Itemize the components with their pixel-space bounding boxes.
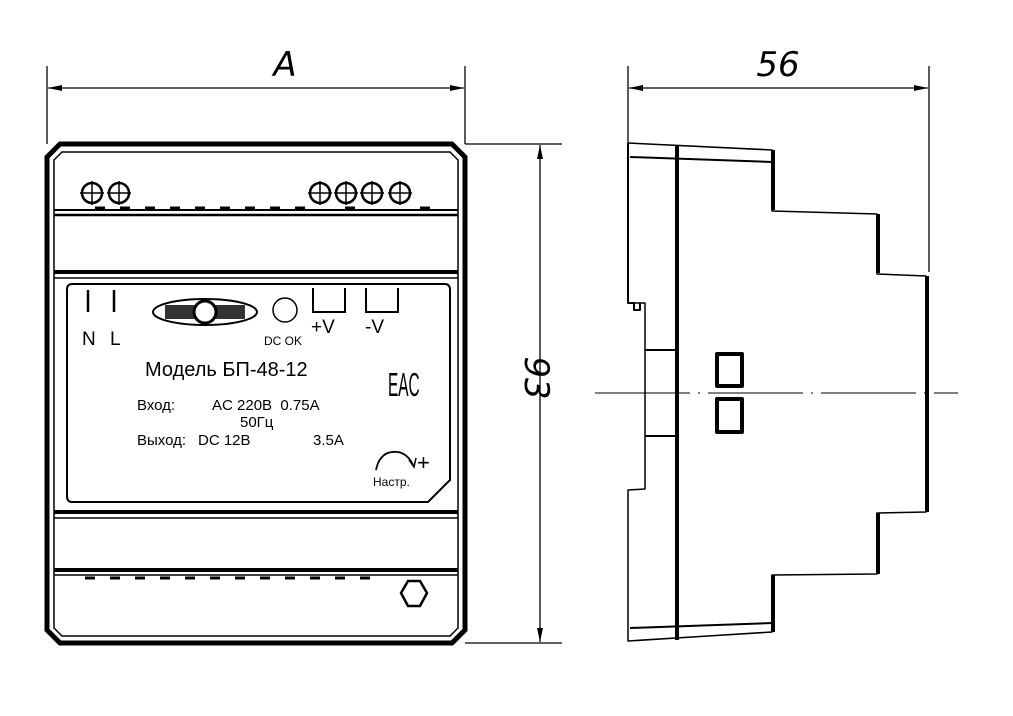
dimension-height <box>465 143 562 644</box>
screw-icon <box>360 181 384 205</box>
latch-knob-icon <box>399 579 429 608</box>
input-frequency: 50Гц <box>240 414 274 431</box>
adjust-label: Настр. <box>373 475 410 489</box>
terminal-screws <box>80 181 412 205</box>
screw-icon <box>308 181 332 205</box>
output-value: DC 12B <box>198 432 251 449</box>
screw-icon <box>80 181 104 205</box>
side-view <box>627 142 929 642</box>
dc-ok-label: DC OK <box>264 334 302 348</box>
terminal-l-label: L <box>110 329 121 350</box>
front-view <box>44 141 468 646</box>
screw-icon <box>107 181 131 205</box>
terminal-n-label: N <box>82 329 96 350</box>
input-value: AC 220B 0.75A <box>212 397 320 414</box>
adjust-plus-label: + <box>417 450 430 475</box>
side-latch-slot-icon <box>715 352 744 388</box>
plus-v-label: +V <box>311 317 335 338</box>
dc-ok-led-icon <box>272 297 298 323</box>
minus-v-terminal-icon <box>365 288 399 313</box>
output-label: Выход: <box>137 432 186 449</box>
dimension-height-label: 93 <box>516 356 556 399</box>
output-current: 3.5A <box>313 432 344 449</box>
plus-v-terminal-icon <box>312 288 346 313</box>
dimension-width <box>46 66 466 144</box>
model-label: Модель БП-48-12 <box>145 359 308 381</box>
adjust-arrow-icon <box>375 450 414 471</box>
front-label-panel <box>66 283 451 503</box>
dimension-depth <box>627 66 930 272</box>
screw-icon <box>388 181 412 205</box>
input-label: Вход: <box>137 397 175 414</box>
eac-mark: EAC <box>388 368 420 404</box>
side-latch-slot-icon <box>715 397 744 434</box>
dimension-depth-label: 56 <box>756 45 799 85</box>
dimension-width-label: A <box>271 45 296 85</box>
minus-v-label: -V <box>365 317 384 338</box>
proma-logo <box>152 298 258 326</box>
screw-icon <box>334 181 358 205</box>
